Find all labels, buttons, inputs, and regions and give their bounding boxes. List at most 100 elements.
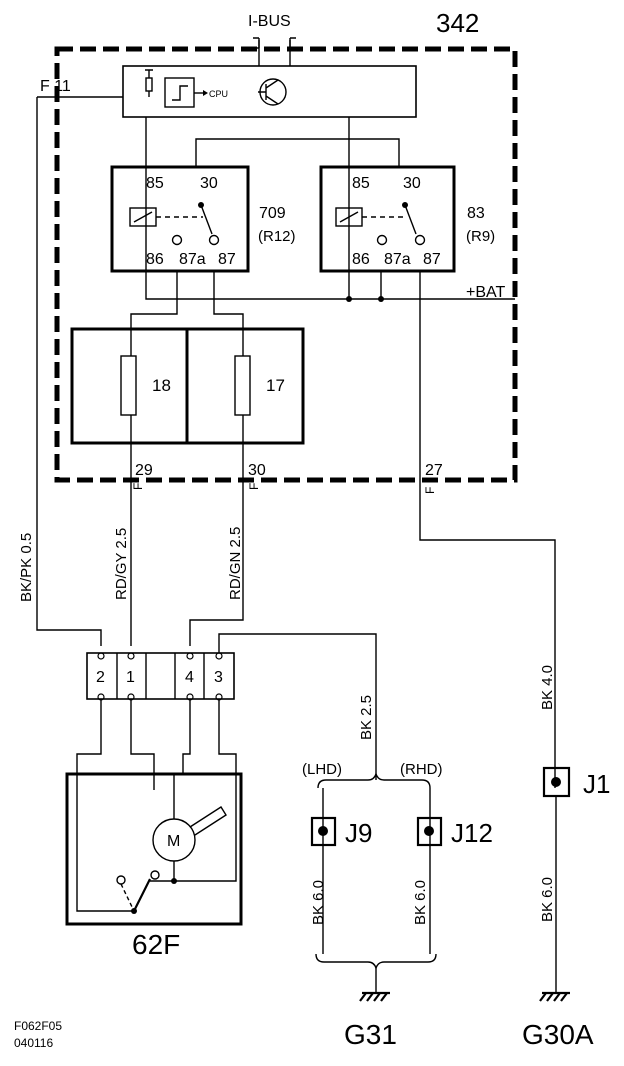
- motor-label: M: [167, 833, 180, 850]
- motor-wire-2: [76, 699, 102, 774]
- j12-dot: [424, 826, 434, 836]
- connector-pin-2: 2: [96, 669, 105, 686]
- relay2-pin86: 86: [352, 251, 370, 268]
- cpu-arrow-icon: [203, 90, 208, 96]
- f-mark-27: F: [423, 487, 437, 494]
- relay1-87a-to-fuse18: [130, 271, 178, 356]
- motor-leads: [153, 774, 175, 881]
- ibus-label: I-BUS: [248, 13, 291, 30]
- relay1-ref: (R12): [258, 228, 296, 245]
- motor-id: 62F: [132, 929, 180, 960]
- j12-splice-icon: [416, 816, 443, 847]
- relay1-87a-terminal: [171, 234, 183, 246]
- motor-switch-wire: [76, 774, 134, 912]
- wire-label-bkpk: BK/PK 0.5: [18, 533, 35, 602]
- relay1-87-terminal: [208, 234, 220, 246]
- motor-wire-3: [218, 699, 237, 774]
- fuse-17-icon: [234, 355, 251, 416]
- cpu-block: [122, 65, 417, 118]
- wire-label-rdgy: RD/GY 2.5: [113, 528, 130, 600]
- cpu-label: CPU: [209, 89, 228, 99]
- figure-date: 040116: [14, 1036, 53, 1050]
- module-outline: [54, 46, 518, 483]
- wire-label-bk60-j9: BK 6.0: [310, 880, 327, 925]
- g30a-ground-icon: [539, 991, 570, 1002]
- g31-label: G31: [344, 1019, 397, 1050]
- relay1-pin30: 30: [200, 175, 218, 192]
- motor-wire-4: [182, 699, 191, 774]
- relay2-pin85: 85: [352, 175, 370, 192]
- relay2-id: 83: [467, 205, 485, 222]
- schmitt-symbol: [172, 85, 188, 101]
- relay1-contact-arm: [200, 204, 213, 235]
- connector-pin-4: 4: [185, 669, 194, 686]
- pin-27: 27: [425, 462, 443, 479]
- fuse-18-icon: [120, 355, 137, 416]
- motor-switch-arm: [133, 878, 151, 912]
- relay2-ref: (R9): [466, 228, 495, 245]
- connector-dividers: [116, 653, 205, 699]
- fuse-17-label: 17: [266, 376, 285, 395]
- connector-pin-1: 1: [126, 669, 135, 686]
- motor-return-wire: [150, 774, 237, 882]
- j9-label: J9: [345, 818, 372, 848]
- motor-switch-dash: [120, 883, 135, 912]
- ground-bk25-wire: [218, 633, 377, 780]
- ibus-lines: [258, 40, 291, 66]
- relay1-coil-mark: [133, 211, 153, 223]
- wire-label-bk40: BK 4.0: [539, 665, 556, 710]
- j9-dot: [318, 826, 328, 836]
- wire-label-bk25: BK 2.5: [358, 695, 375, 740]
- figure-code: F062F05: [14, 1019, 62, 1033]
- bkpk-wire: [36, 97, 102, 646]
- relay2-contact-arm: [404, 204, 417, 235]
- resistor-icon: [145, 77, 153, 92]
- motor-junction: [171, 878, 177, 884]
- lhd-rhd-wires: [322, 788, 431, 954]
- transistor-symbol: [258, 79, 279, 105]
- pin-29: 29: [135, 462, 153, 479]
- wire-label-bk60-j12: BK 6.0: [412, 880, 429, 925]
- relay1-pin87: 87: [218, 251, 236, 268]
- relay1-87-to-fuse17: [213, 271, 244, 356]
- bat-label: +BAT: [466, 284, 506, 301]
- relay1-pin87a: 87a: [179, 251, 206, 268]
- relay2-pin87: 87: [423, 251, 441, 268]
- g30a-label: G30A: [522, 1019, 594, 1050]
- j1-dot: [551, 777, 561, 787]
- pin-30: 30: [248, 462, 266, 479]
- motor-62f-box: [65, 772, 243, 926]
- relay2-87-terminal: [414, 234, 426, 246]
- g31-ground-icon: [359, 991, 390, 1002]
- motor-wire-1: [130, 699, 155, 774]
- fuse-18-label: 18: [152, 376, 171, 395]
- junction-dot-1: [346, 296, 352, 302]
- connector-pin-3: 3: [214, 669, 223, 686]
- f11-label: F 11: [40, 78, 71, 95]
- motor-switch-contact-1: [116, 875, 126, 885]
- wire-label-bk60-j1: BK 6.0: [539, 877, 556, 922]
- relay-83: [319, 165, 456, 273]
- resistor-leads: [145, 69, 153, 97]
- relay2-87a-terminal: [376, 234, 388, 246]
- motor-brush: [189, 806, 227, 836]
- lhd-rhd-brace: [317, 771, 431, 789]
- connector-body: [86, 652, 235, 700]
- j12-label: J12: [451, 818, 493, 848]
- f-mark-30: F: [247, 483, 261, 490]
- relay-30-link-wire: [195, 138, 400, 167]
- relay2-pin87a: 87a: [384, 251, 411, 268]
- lhd-label: (LHD): [302, 761, 342, 778]
- j9-splice-icon: [310, 816, 337, 847]
- relay1-id: 709: [259, 205, 286, 222]
- j1-label: J1: [583, 769, 610, 799]
- bat-bus-wire: [145, 117, 515, 300]
- fuse17-out-wire: [189, 415, 244, 646]
- module-id: 342: [436, 8, 479, 38]
- g31-brace: [315, 953, 437, 971]
- relay2-pin30: 30: [403, 175, 421, 192]
- relay1-pin85: 85: [146, 175, 164, 192]
- relay2-87-out-wire: [419, 271, 556, 788]
- f-mark-29: F: [131, 483, 145, 490]
